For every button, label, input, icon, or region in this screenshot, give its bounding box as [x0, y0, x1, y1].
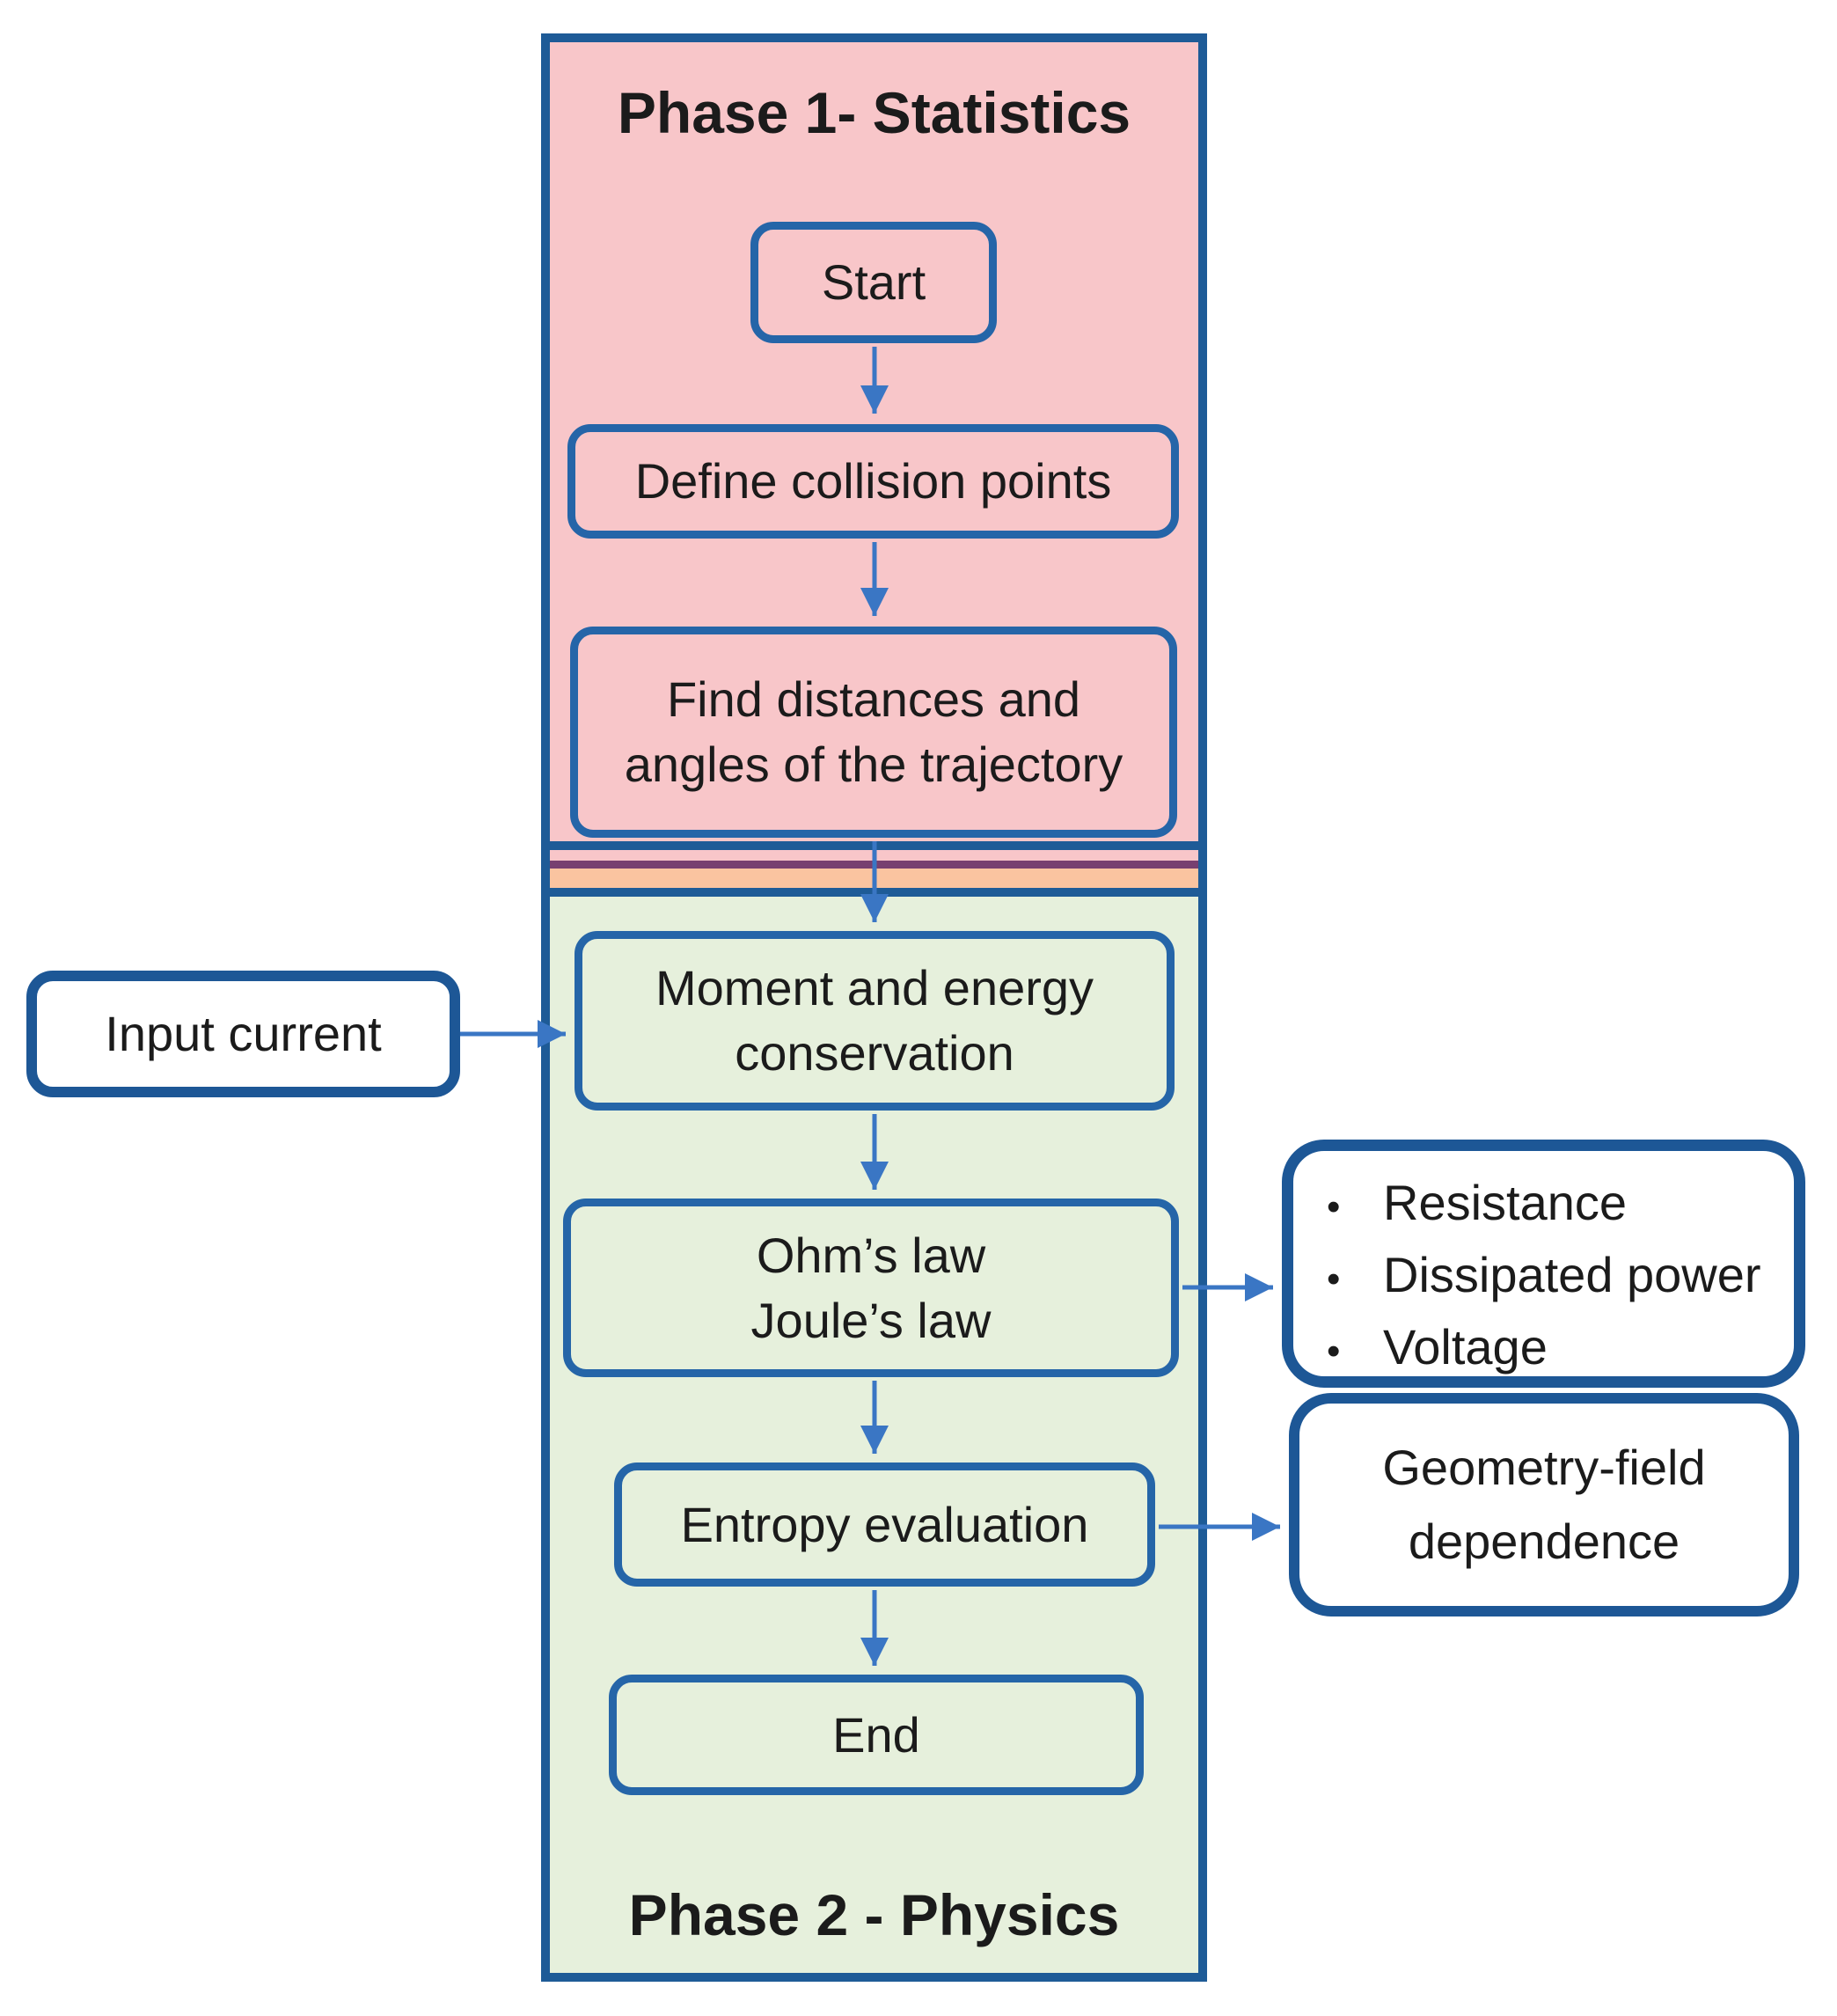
node-ohm-label-line1: Ohm’s law: [756, 1227, 986, 1283]
node-moment-energy-conservation: Moment and energy conservation: [575, 931, 1175, 1111]
bullet-icon: •: [1327, 1330, 1341, 1373]
node-geometry-label-line1: Geometry-field: [1382, 1440, 1706, 1495]
node-input-label: Input current: [105, 1006, 382, 1062]
divider-purple-line: [550, 861, 1198, 869]
phase2-title: Phase 2 - Physics: [628, 1882, 1120, 1947]
node-geometry-label-line2: dependence: [1408, 1514, 1680, 1569]
bullet-icon: •: [1327, 1257, 1341, 1301]
node-entropy-label: Entropy evaluation: [680, 1496, 1089, 1552]
node-start: Start: [750, 222, 997, 343]
node-ohm-label-line2: Joule’s law: [750, 1292, 992, 1348]
node-define-collision-points: Define collision points: [567, 424, 1179, 539]
node-start-label: Start: [821, 254, 926, 311]
divider-pink-strip: [550, 850, 1198, 861]
output-item-resistance: Resistance: [1383, 1175, 1628, 1230]
node-entropy-evaluation: Entropy evaluation: [614, 1463, 1155, 1587]
node-geometry-field-dependence: Geometry-field dependence: [1289, 1393, 1799, 1616]
list-item: • Dissipated power: [1327, 1243, 1780, 1315]
node-input-current: Input current: [26, 971, 460, 1097]
node-ohm-joule-law: Ohm’s law Joule’s law: [563, 1199, 1179, 1377]
list-item: • Resistance: [1327, 1170, 1780, 1243]
node-output-list: • Resistance • Dissipated power • Voltag…: [1282, 1140, 1805, 1388]
output-list: • Resistance • Dissipated power • Voltag…: [1327, 1170, 1780, 1387]
node-end-label: End: [832, 1706, 920, 1763]
output-item-dissipated-power: Dissipated power: [1383, 1247, 1761, 1302]
output-item-voltage: Voltage: [1383, 1319, 1548, 1375]
divider-peach-strip: [550, 869, 1198, 888]
node-end: End: [609, 1675, 1144, 1795]
node-find-label: Find distances and angles of the traject…: [624, 671, 1123, 792]
node-moment-label: Moment and energy conservation: [655, 960, 1094, 1081]
bullet-icon: •: [1327, 1185, 1341, 1228]
phase1-title: Phase 1- Statistics: [617, 80, 1131, 145]
node-define-label: Define collision points: [634, 453, 1112, 509]
node-find-distances-angles: Find distances and angles of the traject…: [570, 627, 1177, 838]
list-item: • Voltage: [1327, 1315, 1780, 1387]
